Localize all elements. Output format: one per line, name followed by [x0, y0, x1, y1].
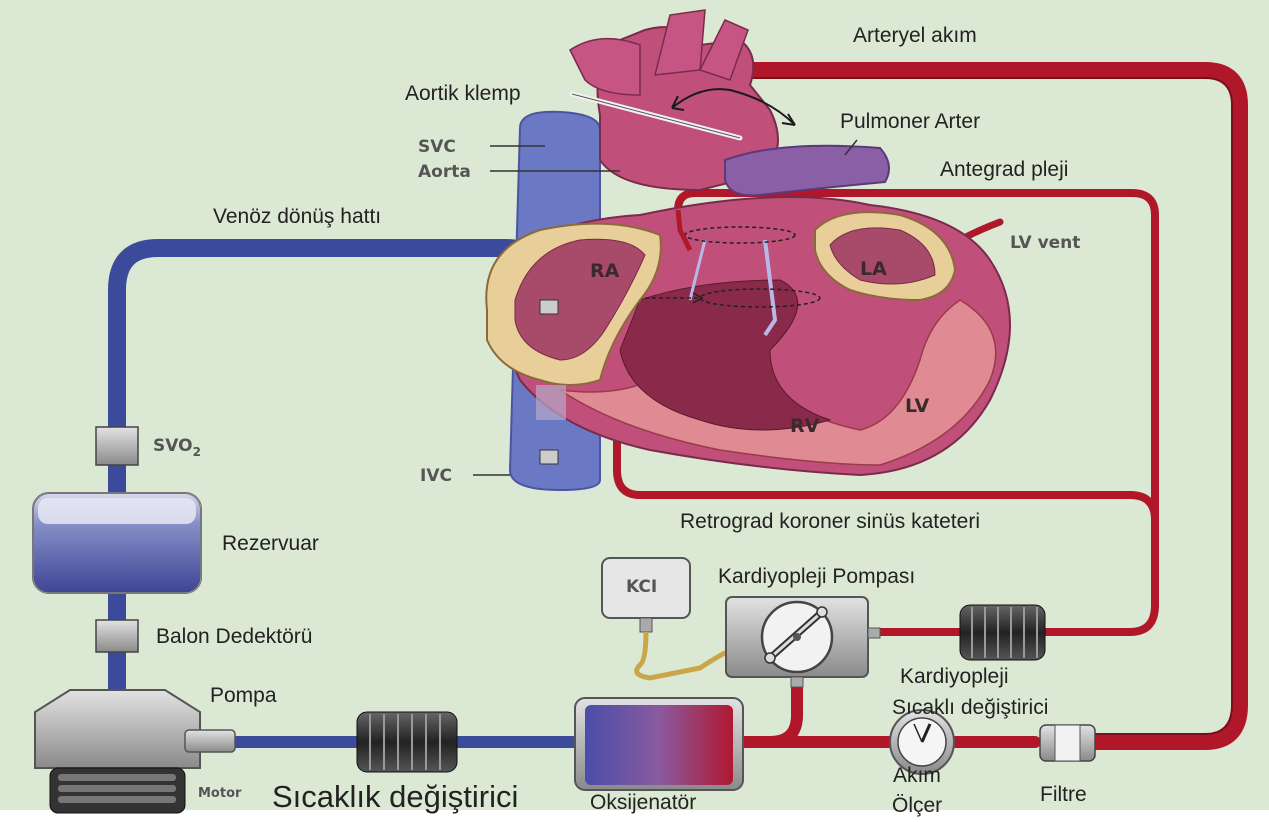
label-kci: KCI [626, 577, 657, 597]
label-antegrad-pleji: Antegrad pleji [940, 158, 1068, 181]
label-motor: Motor [198, 786, 242, 801]
label-oksijenator: Oksijenatör [590, 791, 696, 814]
balloon-detector [96, 620, 138, 652]
motor [50, 768, 185, 813]
label-filtre: Filtre [1040, 783, 1087, 806]
label-ivc: IVC [420, 466, 452, 486]
cardioplegia-heat-exchanger [960, 605, 1045, 660]
label-lv: LV [905, 395, 929, 417]
oxygenator [575, 698, 743, 790]
label-svo2-main: SVO [153, 436, 193, 456]
label-sicakli-degistirici: Sıcaklı değiştirici [892, 696, 1048, 719]
label-rezervuar: Rezervuar [222, 532, 319, 555]
label-rv: RV [790, 415, 820, 437]
label-svo2-sub: 2 [193, 445, 201, 459]
label-kardiyopleji: Kardiyopleji [900, 665, 1009, 688]
label-lv-vent: LV vent [1010, 233, 1080, 253]
svo2-sensor [96, 427, 138, 465]
label-aorta: Aorta [418, 162, 471, 182]
label-pulmoner-arter: Pulmoner Arter [840, 110, 980, 133]
label-svc: SVC [418, 137, 456, 157]
label-venoz-donus: Venöz dönüş hattı [213, 205, 381, 228]
label-arteryel-akim: Arteryel akım [853, 24, 977, 47]
label-aortik-klemp: Aortik klemp [405, 82, 521, 105]
cardioplegia-pump [726, 597, 880, 687]
label-balon-dedektoru: Balon Dedektörü [156, 625, 312, 648]
reservoir [33, 493, 201, 593]
label-pompa: Pompa [210, 684, 277, 707]
label-olcer: Ölçer [892, 794, 942, 817]
label-kardiyopleji-pompasi: Kardiyopleji Pompası [718, 565, 915, 588]
heat-exchanger [357, 712, 457, 772]
label-retrograd: Retrograd koroner sinüs kateteri [680, 510, 980, 533]
label-sicaklik-degistirici: Sıcaklık değiştirici [272, 779, 518, 814]
label-akim: Akım [893, 764, 941, 787]
label-ra: RA [590, 260, 620, 282]
label-la: LA [860, 258, 887, 280]
arterial-filter [1040, 725, 1095, 761]
